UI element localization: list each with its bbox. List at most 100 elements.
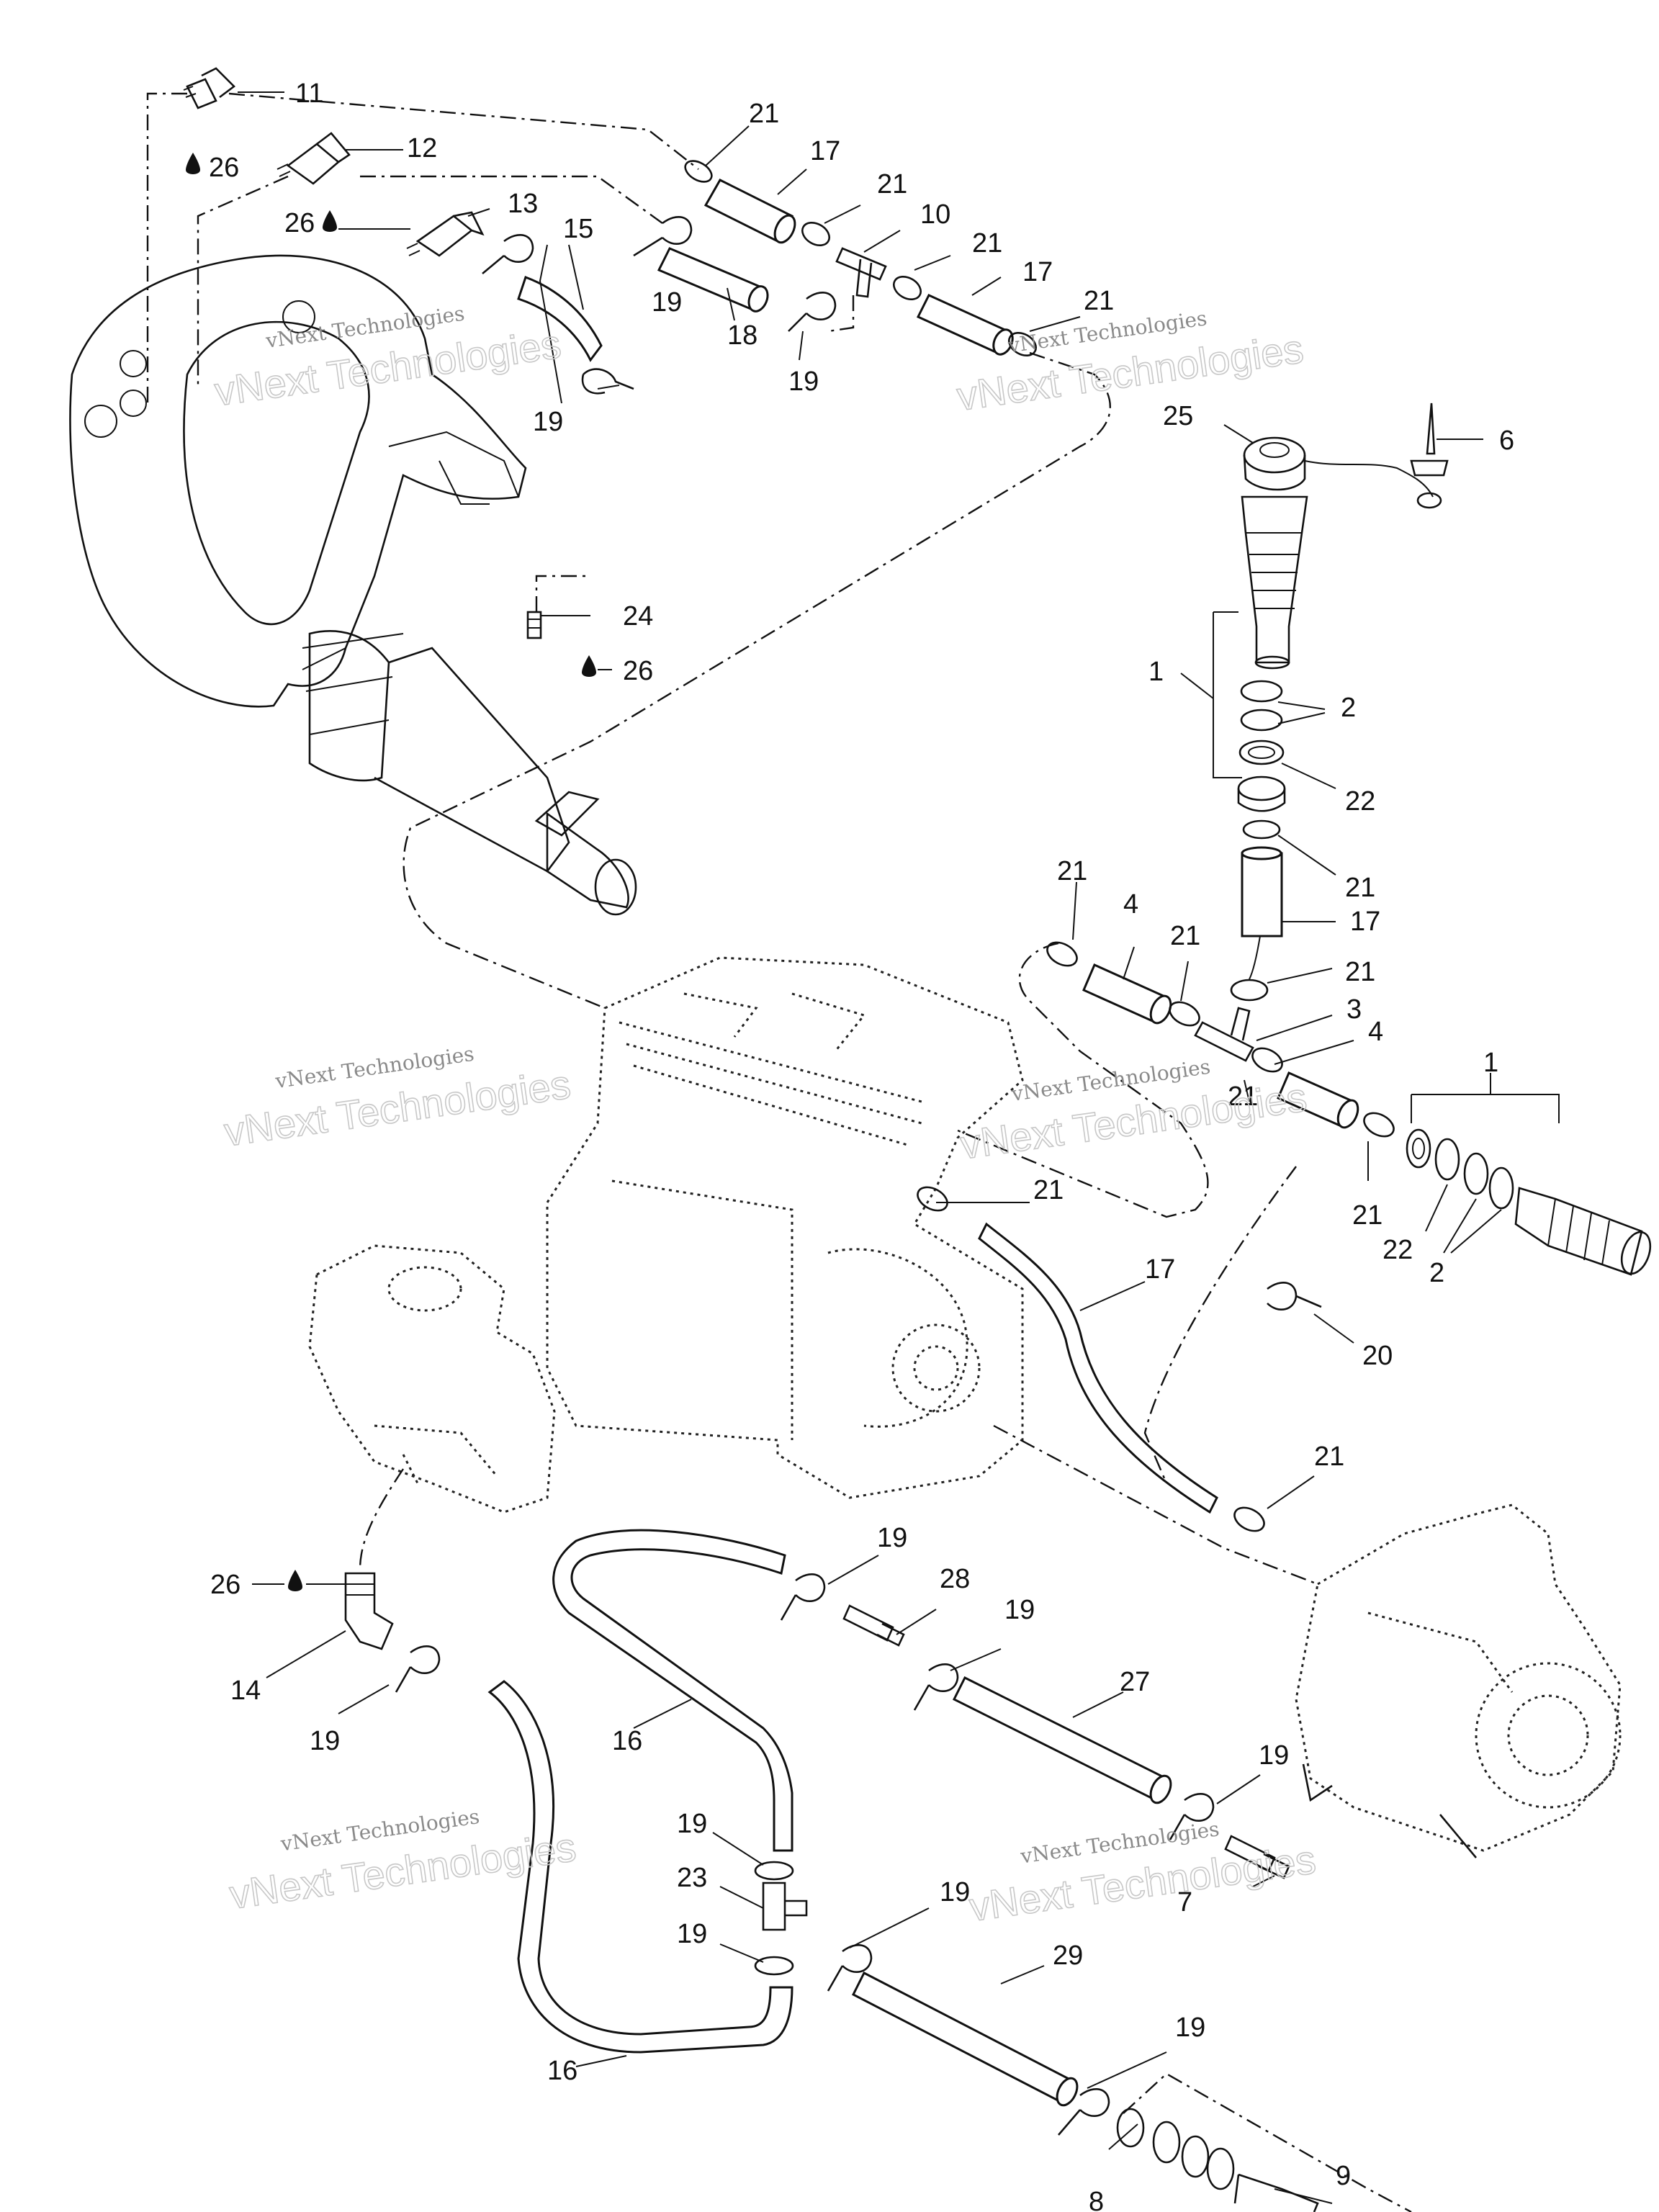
callout-21-d: 21 <box>1084 286 1114 316</box>
filler-neck-1-right <box>1514 1187 1652 1276</box>
callout-29: 29 <box>1053 1941 1083 1971</box>
clamp-21 <box>684 160 1037 357</box>
callout-17-c: 17 <box>1350 907 1380 937</box>
exhaust-cone <box>302 630 637 916</box>
callout-19-i: 19 <box>677 1919 707 1949</box>
callout-20: 20 <box>1362 1341 1393 1371</box>
o-rings-2-right <box>1463 1152 1514 1210</box>
callout-21-g: 21 <box>1057 856 1087 886</box>
pump-phantom <box>1295 1503 1622 1858</box>
callout-19-a: 19 <box>533 407 563 437</box>
callout-26-c: 26 <box>623 656 653 686</box>
callout-17-d: 17 <box>1145 1254 1175 1285</box>
callout-2-a: 2 <box>1341 693 1356 723</box>
callout-12: 12 <box>407 133 437 163</box>
callout-1-a: 1 <box>1148 657 1164 687</box>
fitting-11 <box>183 67 235 109</box>
filler-neck-1 <box>1241 495 1308 670</box>
callout-2-b: 2 <box>1429 1258 1444 1288</box>
hose-17-lower <box>978 1222 1218 1514</box>
callout-3: 3 <box>1346 994 1362 1025</box>
callout-25: 25 <box>1163 401 1193 431</box>
tee-fitting-3 <box>1194 1007 1254 1062</box>
callout-labels: 11 26 12 26 13 15 19 21 17 21 10 21 17 2… <box>209 78 1514 2212</box>
tee-fitting-10 <box>835 247 887 298</box>
callout-10: 10 <box>920 199 950 230</box>
callout-26-b: 26 <box>284 208 315 238</box>
callout-14: 14 <box>230 1676 261 1706</box>
callout-21-c: 21 <box>972 228 1002 258</box>
hose-27 <box>952 1676 1172 1804</box>
callout-19-g: 19 <box>310 1726 340 1756</box>
callout-21-i: 21 <box>1228 1082 1258 1112</box>
callout-21-h: 21 <box>1170 921 1200 951</box>
clamps-21-lower <box>917 1186 1265 1532</box>
clamp-19 <box>482 216 837 395</box>
callout-9: 9 <box>1336 2161 1351 2191</box>
callout-22-a: 22 <box>1345 786 1375 817</box>
elbow-fitting-14 <box>344 1572 394 1650</box>
callout-18: 18 <box>727 320 757 351</box>
callout-19-k: 19 <box>1175 2013 1205 2043</box>
fitting-7 <box>1224 1835 1290 1879</box>
bottom-neck-assembly <box>1116 2108 1319 2212</box>
hose-17-right <box>916 294 1014 356</box>
callout-19-b: 19 <box>652 287 682 318</box>
nut-right <box>1406 1128 1431 1169</box>
leader-lines <box>238 91 1560 2204</box>
clamp-21-neck <box>1230 819 1281 1002</box>
hose-16-upper <box>552 1529 793 1852</box>
callout-17-b: 17 <box>1022 257 1053 287</box>
callout-26-a: 26 <box>209 153 239 183</box>
nut-upper <box>1237 775 1286 812</box>
engine-phantom <box>546 956 1024 1499</box>
callout-4-a: 4 <box>1368 1017 1383 1047</box>
hose-17-neck <box>1241 846 1283 980</box>
o-rings-2 <box>1240 680 1283 732</box>
oil-drop-icon <box>186 153 596 1591</box>
jet-pump-housing-phantom <box>308 1244 556 1514</box>
callout-4-b: 4 <box>1123 889 1138 920</box>
callout-21-f: 21 <box>1345 957 1375 987</box>
callout-19-h: 19 <box>677 1809 707 1839</box>
callout-22-b: 22 <box>1382 1235 1413 1265</box>
callout-21-j: 21 <box>1352 1200 1382 1231</box>
filler-cap-25 <box>1243 436 1434 498</box>
routing-lines <box>146 92 1412 2212</box>
callout-1-b: 1 <box>1483 1048 1498 1078</box>
callout-27: 27 <box>1120 1667 1150 1697</box>
callout-19-j: 19 <box>940 1877 970 1907</box>
callout-16-a: 16 <box>612 1726 642 1756</box>
callout-13: 13 <box>508 189 538 219</box>
callout-26-d: 26 <box>210 1570 240 1600</box>
callout-21-k: 21 <box>1033 1175 1064 1205</box>
callout-6: 6 <box>1499 426 1514 456</box>
callout-8: 8 <box>1089 2187 1104 2212</box>
callout-23: 23 <box>677 1863 707 1893</box>
hose-29 <box>851 1971 1079 2107</box>
callout-7: 7 <box>1177 1887 1192 1917</box>
fitting-24 <box>526 611 542 639</box>
hose-18 <box>657 247 769 313</box>
callout-11: 11 <box>295 78 323 109</box>
fitting-13 <box>406 211 485 257</box>
callout-24: 24 <box>623 601 653 631</box>
tee-fitting-23 <box>762 1881 808 1931</box>
callout-21-a: 21 <box>749 99 779 129</box>
clamps-19-lower <box>395 1573 1215 2136</box>
callout-19-c: 19 <box>788 367 819 397</box>
hose-4-right <box>1277 1071 1359 1129</box>
fitting-28 <box>842 1604 905 1647</box>
callout-28: 28 <box>940 1564 970 1594</box>
clamp-20 <box>1267 1282 1322 1310</box>
callout-16-b: 16 <box>547 2056 577 2086</box>
pin-6 <box>1410 403 1449 509</box>
callout-21-b: 21 <box>877 169 907 199</box>
callout-21-l: 21 <box>1314 1442 1344 1472</box>
washer-22 <box>1238 739 1285 765</box>
hose-16-lower <box>487 1680 793 2054</box>
hose-15 <box>517 276 603 362</box>
hose-4-left <box>1082 963 1172 1025</box>
washer-22-right <box>1434 1138 1460 1181</box>
